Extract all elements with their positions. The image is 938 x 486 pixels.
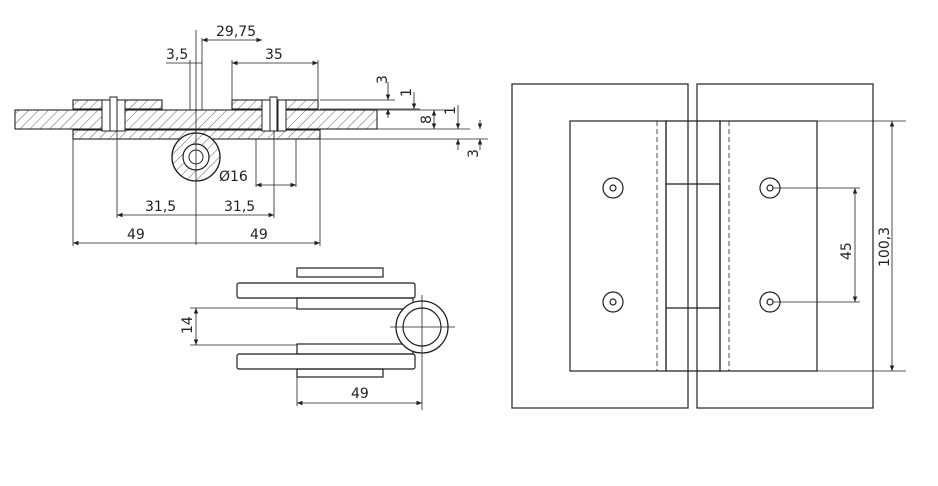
- dim-14: 14: [180, 316, 196, 334]
- dim-3-5: 3,5: [166, 47, 188, 63]
- dim-49-left: 49: [127, 227, 145, 243]
- dim-29-75: 29,75: [216, 24, 256, 40]
- front-knuckle: [665, 120, 721, 372]
- side-upper-leaf: [236, 282, 416, 299]
- dim-3-bottom: 3: [466, 149, 482, 158]
- front-view: 45 100,3: [511, 83, 906, 409]
- dim-49-right: 49: [250, 227, 268, 243]
- front-plate-left: [569, 120, 667, 372]
- top-section-view: 29,75 3,5 35 3 1 8 1 3 Ø16 31,5 31,5 49 …: [14, 24, 488, 246]
- dim-100-3: 100,3: [877, 227, 893, 267]
- dim-8: 8: [419, 115, 435, 124]
- side-view: 14 49: [180, 267, 455, 410]
- front-screw-bottom-left: [602, 291, 624, 313]
- dim-45: 45: [839, 242, 855, 260]
- front-plate-right: [719, 120, 818, 372]
- dim-3-top: 3: [375, 75, 391, 84]
- side-lower-leaf: [236, 353, 416, 370]
- dim-1-a: 1: [399, 88, 415, 97]
- dim-1-b: 1: [443, 106, 459, 115]
- dim-31-5-right: 31,5: [224, 199, 255, 215]
- front-screw-top-left: [602, 177, 624, 199]
- side-top-plate: [296, 267, 384, 278]
- dim-35: 35: [265, 47, 283, 63]
- dim-31-5-left: 31,5: [145, 199, 176, 215]
- dim-diameter-16: Ø16: [219, 169, 248, 185]
- screw-left: [101, 96, 126, 132]
- front-glass-right: [696, 83, 874, 409]
- screw-right: [261, 96, 287, 132]
- front-glass-left: [511, 83, 689, 409]
- dim-49-side: 49: [351, 386, 369, 402]
- side-bottom-plate: [296, 368, 384, 378]
